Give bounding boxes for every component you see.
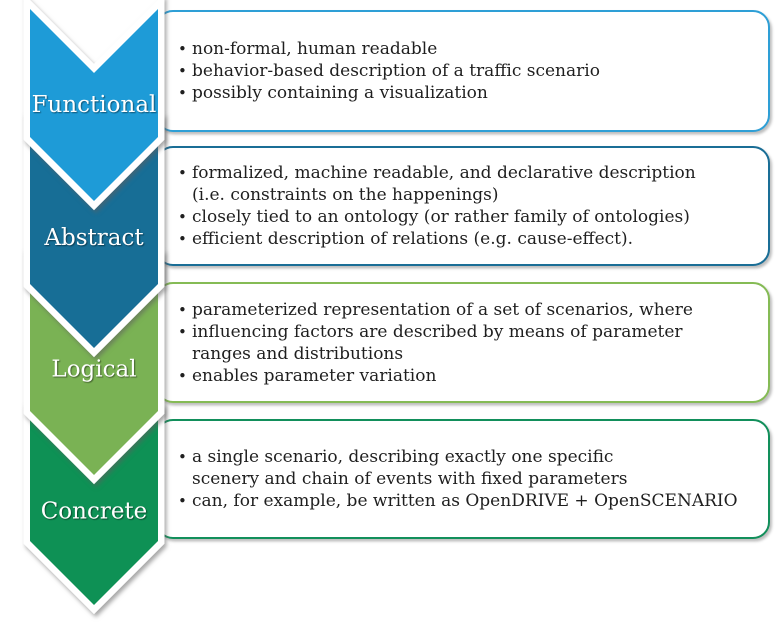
bullet-line: • possibly containing a visualization [178,82,760,104]
bullet-glyph: • [178,230,187,248]
bullet-text: possibly containing a visualization [192,83,488,103]
bullet-line: • closely tied to an ontology (or rather … [178,206,760,228]
bullet-line: • can, for example, be written as OpenDRI… [178,490,760,512]
bullet-item: • formalized, machine readable, and decla… [178,162,760,206]
bullet-line: • efficient description of relations (e.g… [178,228,760,250]
bullet-text: non-formal, human readable [192,39,438,59]
bullet-text: influencing factors are described by mea… [192,321,683,342]
bullet-glyph: • [178,300,187,319]
bullet-line: • enables parameter variation [178,365,760,387]
bullet-line: • formalized, machine readable, and decla… [178,162,760,184]
bullet-glyph: • [178,366,187,385]
bullet-item: • enables parameter variation [178,365,760,387]
bullet-item: • efficient description of relations (e.g… [178,228,760,250]
bullet-item: • closely tied to an ontology (or rather … [178,206,760,228]
bullet-item: • non-formal, human readable [178,38,760,60]
bullet-line: • influencing factors are described by me… [178,321,760,343]
bullet-text: (i.e. constraints on the happenings) [192,185,499,205]
bullet-line: • behavior-based description of a traffic… [178,60,760,82]
bullet-text: formalized, machine readable, and declar… [192,163,696,183]
bullet-glyph: • [178,448,187,466]
bullet-line: ranges and distributions [178,343,760,365]
bullet-text: enables parameter variation [192,365,437,386]
bullet-text: behavior-based description of a traffic … [192,61,600,81]
bullet-item: • possibly containing a visualization [178,82,760,104]
bullet-glyph: • [178,492,187,510]
bullet-text: ranges and distributions [192,343,404,364]
bullet-text: closely tied to an ontology (or rather f… [192,207,690,227]
bullet-item: • influencing factors are described by me… [178,321,760,365]
bullet-glyph: • [178,322,187,341]
box-concrete: • a single scenario, describing exactly o… [156,419,770,539]
bullet-line: • a single scenario, describing exactly o… [178,446,760,468]
bullet-line: • parameterized representation of a set o… [178,299,760,321]
bullet-item: • can, for example, be written as OpenDRI… [178,490,760,512]
box-abstract: • formalized, machine readable, and decla… [156,146,770,266]
bullet-glyph: • [178,164,187,182]
bullet-glyph: • [178,84,187,102]
bullet-glyph: • [178,208,187,226]
box-logical: • parameterized representation of a set o… [156,282,770,403]
bullet-line: • non-formal, human readable [178,38,760,60]
bullet-item: • behavior-based description of a traffic… [178,60,760,82]
bullet-item: • parameterized representation of a set o… [178,299,760,321]
bullet-text: scenery and chain of events with fixed p… [192,469,628,489]
bullet-text: parameterized representation of a set of… [192,299,693,320]
bullet-line: (i.e. constraints on the happenings) [178,184,760,206]
bullet-glyph: • [178,40,187,58]
box-functional: • non-formal, human readable • behavior-bas… [156,10,770,132]
bullet-text: can, for example, be written as OpenDRIV… [192,491,738,511]
bullet-text: efficient description of relations (e.g.… [192,229,634,249]
bullet-glyph: • [178,62,187,80]
bullet-line: scenery and chain of events with fixed p… [178,468,760,490]
bullet-item: • a single scenario, describing exactly o… [178,446,760,490]
bullet-text: a single scenario, describing exactly on… [192,447,614,467]
